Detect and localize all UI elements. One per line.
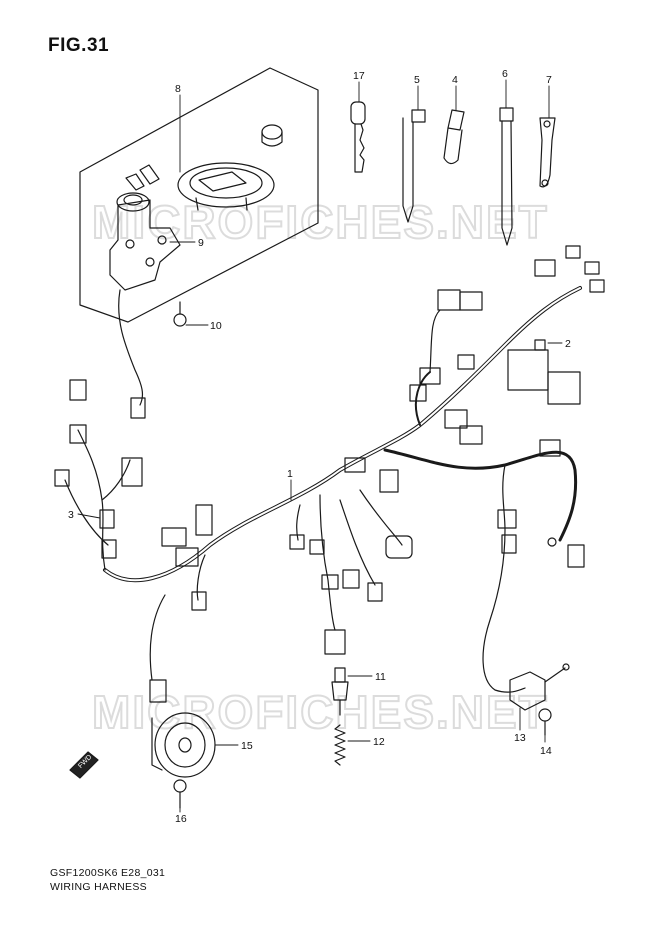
ignition-switch-kit: [79, 67, 319, 419]
main-harness: [64, 286, 582, 693]
spring: [334, 724, 346, 766]
bolt-16: [173, 779, 187, 809]
model-code: GSF1200SK6 E28_031: [50, 867, 166, 879]
callout-6: 6: [502, 68, 508, 80]
figure-title: FIG.31: [48, 35, 110, 56]
callout-8: 8: [175, 83, 181, 95]
watermark-bottom: MICROFICHES.NET: [92, 686, 549, 738]
section-title: WIRING HARNESS: [50, 881, 147, 893]
brake-switch: [331, 667, 349, 716]
clamp-7: [539, 117, 556, 188]
callout-5: 5: [414, 74, 420, 86]
callout-13: 13: [514, 732, 526, 744]
connectors: [54, 245, 605, 703]
callout-14: 14: [540, 745, 552, 757]
bolt-10: [173, 301, 187, 327]
callout-11: 11: [375, 671, 386, 683]
rear-brake-switch: [509, 663, 570, 711]
callout-2: 2: [565, 338, 571, 350]
callout-17: 17: [353, 70, 365, 82]
callout-10: 10: [210, 320, 222, 332]
fwd-arrow: [69, 751, 99, 779]
callout-12: 12: [373, 736, 385, 748]
watermark-top: MICROFICHES.NET: [92, 196, 549, 248]
callout-15: 15: [241, 740, 253, 752]
callout-7: 7: [546, 74, 552, 86]
callout-4: 4: [452, 74, 458, 86]
bolt-14: [538, 708, 552, 736]
callout-9: 9: [198, 237, 204, 249]
cable-tie: [499, 107, 514, 246]
key: [350, 101, 366, 173]
clamp-4: [443, 109, 465, 165]
clamp-5: [402, 109, 426, 223]
callout-1: 1: [287, 468, 293, 480]
callout-3: 3: [68, 509, 74, 521]
callout-16: 16: [175, 813, 187, 825]
